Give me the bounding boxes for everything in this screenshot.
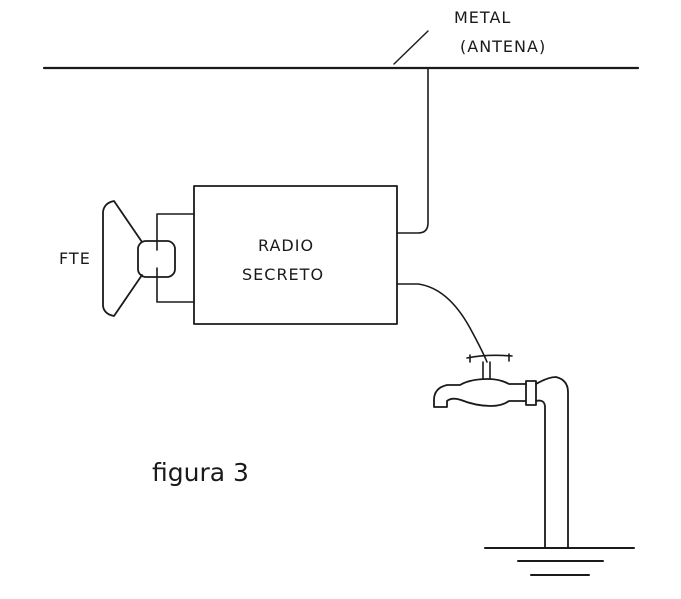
- antenna-label-leader: [393, 30, 429, 65]
- ground-wire: [396, 283, 488, 363]
- speaker-icon: [102, 200, 176, 317]
- speaker-leads: [156, 213, 195, 303]
- radio-label-line1: RADIO: [258, 236, 314, 255]
- antenna-label-metal: METAL: [454, 8, 511, 27]
- antenna-lead-wire: [396, 67, 429, 234]
- speaker-label: FTE: [59, 249, 91, 268]
- radio-box: [193, 185, 398, 325]
- figure-caption: figura 3: [152, 458, 249, 487]
- ground-symbol: [484, 547, 635, 576]
- radio-label-line2: SECRETO: [242, 265, 324, 284]
- faucet-icon: [433, 353, 569, 549]
- antenna-label-antena: (ANTENA): [460, 37, 546, 56]
